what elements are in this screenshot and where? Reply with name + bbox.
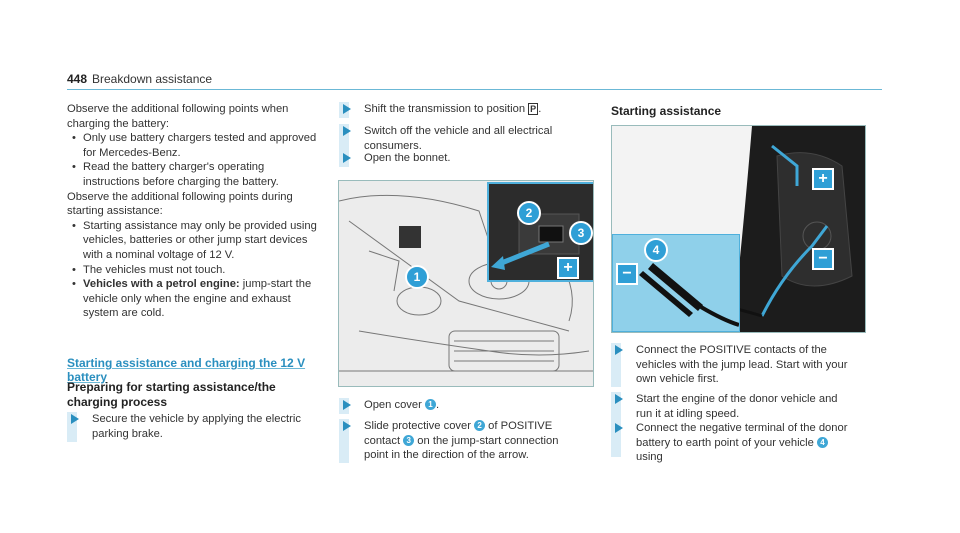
ref-number: 3 <box>403 434 415 446</box>
step-text: Open the bonnet. <box>364 152 451 164</box>
column-1: Observe the additional following points … <box>67 102 317 321</box>
step-text: Open cover 1. <box>364 398 579 413</box>
section-title: Breakdown assistance <box>92 72 213 86</box>
negative-terminal-icon: − <box>812 248 834 270</box>
step-text-part: . <box>538 103 542 115</box>
callout-1: 1 <box>405 265 429 289</box>
step-text-part: on the jump-start connection point in th… <box>364 434 559 462</box>
callout-4: 4 <box>644 238 668 262</box>
step-arrow-icon <box>615 345 623 355</box>
step-arrow-icon <box>343 153 351 163</box>
step-text: Start the engine of the donor vehicle an… <box>636 393 838 420</box>
clamp-drawing <box>639 263 740 327</box>
step-arrow-icon <box>71 414 79 424</box>
subheading: Preparing for starting assistance/the ch… <box>67 380 276 409</box>
positive-terminal-icon: + <box>557 257 579 279</box>
step-bar <box>339 419 349 463</box>
step-text: Switch off the vehicle and all electrica… <box>364 125 553 152</box>
section-link[interactable]: Starting assistance and charging the 12 … <box>67 356 306 384</box>
charging-bullets: Only use battery chargers tested and app… <box>67 131 317 189</box>
intro-starting: Observe the additional following points … <box>67 190 293 218</box>
step-arrow-icon <box>343 400 351 410</box>
jump-start-illustration: + 4 − − <box>611 125 866 333</box>
step-bar <box>611 392 621 422</box>
cover-part <box>399 226 421 248</box>
step-arrow-icon <box>615 394 623 404</box>
callout-3: 3 <box>569 221 593 245</box>
petrol-text: jump-start the vehicle only when the eng… <box>83 278 312 320</box>
step-text-part: Shift the transmission to position <box>364 103 529 115</box>
intro-charging: Observe the additional following points … <box>67 103 289 130</box>
step-text: Connect the negative terminal of the don… <box>636 421 851 465</box>
starting-bullets: Starting assistance may only be provided… <box>67 219 317 321</box>
positive-terminal-icon: + <box>812 168 834 190</box>
starting-assistance-heading: Starting assistance <box>611 104 722 118</box>
bullet-item: Starting assistance may only be provided… <box>67 219 317 263</box>
page-number: 448 <box>67 72 88 86</box>
step-text: Slide protective cover 2 of POSITIVE con… <box>364 419 584 463</box>
step-text-part: . <box>435 399 440 411</box>
step-arrow-icon <box>615 423 623 433</box>
step-text-part: of POSITIVE contact <box>364 420 553 447</box>
bullet-item: Only use battery chargers tested and app… <box>67 131 317 160</box>
step-bar <box>339 124 349 154</box>
step-text: Secure the vehicle by applying the elect… <box>92 413 301 440</box>
ref-number: 2 <box>474 420 486 431</box>
step-text-part: using <box>636 451 663 464</box>
ref-number: 4 <box>816 436 828 448</box>
engine-bay-illustration: 1 2 3 + <box>338 180 594 387</box>
step-arrow-icon <box>343 126 351 136</box>
step-bar <box>611 421 621 457</box>
step-text-part: Open cover <box>364 399 425 411</box>
step-arrow-icon <box>343 421 351 431</box>
callout-2: 2 <box>517 201 541 225</box>
bullet-item: The vehicles must not touch. <box>67 263 317 278</box>
header-rule <box>67 89 882 90</box>
bullet-item: Read the battery charger's operating ins… <box>67 160 317 189</box>
negative-clamp-icon: − <box>616 263 638 285</box>
step-text-part: Slide protective cover <box>364 420 475 432</box>
petrol-label: Vehicles with a petrol engine: <box>83 278 240 291</box>
step-text-part: Connect the negative terminal of the don… <box>636 422 848 449</box>
step-text: Shift the transmission to position P. <box>364 102 584 117</box>
park-symbol: P <box>528 103 539 115</box>
bullet-item-petrol: Vehicles with a petrol engine: jump-star… <box>67 277 317 321</box>
step-bar <box>67 412 77 442</box>
step-text: Connect the POSITIVE contacts of the veh… <box>636 344 848 386</box>
ref-number: 1 <box>424 399 436 410</box>
step-bar <box>611 343 621 387</box>
step-arrow-icon <box>343 104 351 114</box>
